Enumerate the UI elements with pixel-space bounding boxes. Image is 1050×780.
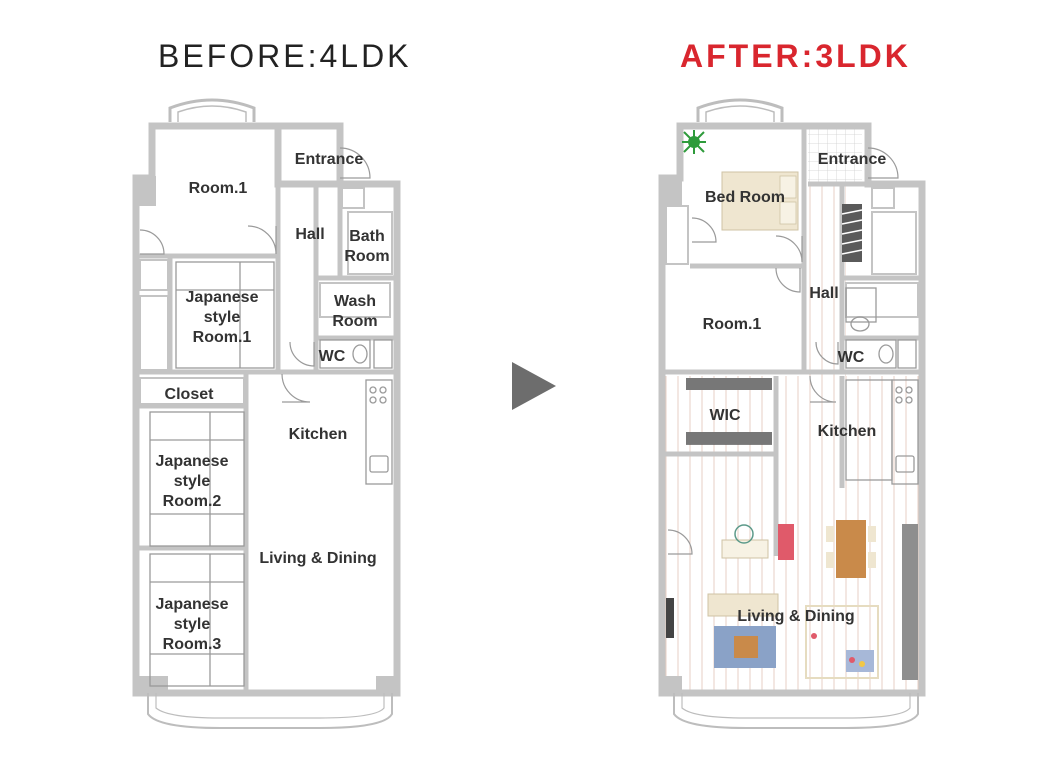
before-jp3-label-3: Room.3 <box>163 636 222 653</box>
before-wash-label-1: Wash <box>334 293 376 310</box>
after-plan: Bed Room Entrance Hall Room.1 WC WIC Kit… <box>658 98 926 729</box>
before-jp3-label-2: style <box>174 616 211 633</box>
before-jp1-label-1: Japanese <box>186 289 259 306</box>
before-jp1-label-3: Room.1 <box>193 329 252 346</box>
arrow-icon <box>512 362 556 410</box>
before-jp3-label-1: Japanese <box>156 596 229 613</box>
after-room1-label: Room.1 <box>703 316 762 333</box>
before-room1-label: Room.1 <box>189 180 248 197</box>
after-wic-label: WIC <box>709 407 741 424</box>
before-jp2-label-2: style <box>174 473 211 490</box>
after-entrance-label: Entrance <box>818 151 887 168</box>
before-jp2-label-3: Room.2 <box>163 493 222 510</box>
before-closet-label: Closet <box>165 386 215 403</box>
before-kitchen-label: Kitchen <box>289 426 348 443</box>
after-bedroom-label: Bed Room <box>705 189 785 206</box>
before-wash-label-2: Room <box>332 313 377 330</box>
before-bath-label-1: Bath <box>349 228 385 245</box>
after-kitchen-label: Kitchen <box>818 423 877 440</box>
before-wc-label: WC <box>319 348 346 365</box>
before-bath-label-2: Room <box>344 248 389 265</box>
before-entrance-label: Entrance <box>295 151 364 168</box>
after-living-label: Living & Dining <box>737 608 854 625</box>
before-plan: Room.1 Entrance Hall Bath Room Wash Room… <box>132 98 401 729</box>
plant-icon <box>682 130 706 154</box>
after-hall-label: Hall <box>809 285 838 302</box>
before-hall-label: Hall <box>295 226 324 243</box>
title-after: AFTER:3LDK <box>680 38 911 74</box>
title-before: BEFORE:4LDK <box>158 38 412 74</box>
before-jp2-label-1: Japanese <box>156 453 229 470</box>
before-living-label: Living & Dining <box>259 550 376 567</box>
before-jp1-label-2: style <box>204 309 241 326</box>
after-wc-label: WC <box>838 349 865 366</box>
